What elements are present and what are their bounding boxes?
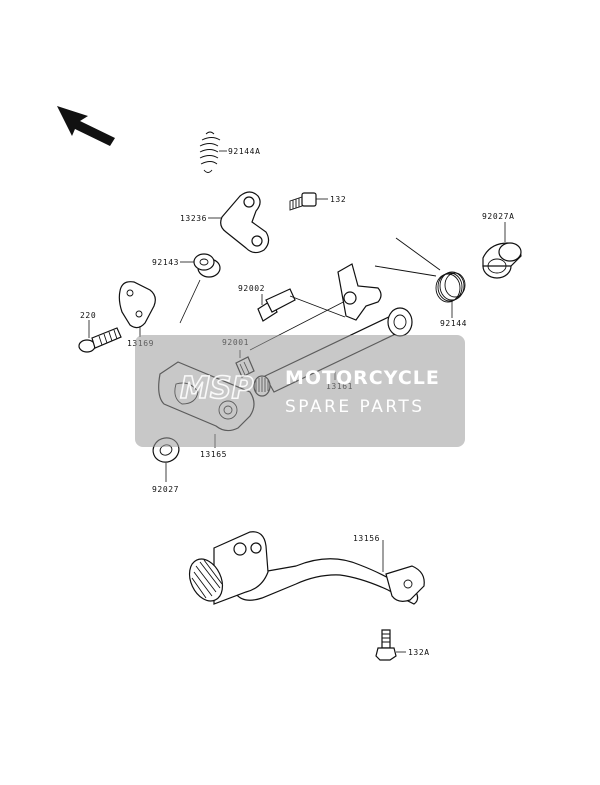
label-132a: 132A xyxy=(408,648,430,657)
collar-92143 xyxy=(193,253,221,278)
watermark-line2: SPARE PARTS xyxy=(285,397,425,417)
label-92027a: 92027A xyxy=(482,212,515,221)
label-92144: 92144 xyxy=(440,319,467,328)
spring-92144 xyxy=(374,237,466,303)
gear-pedal-13156 xyxy=(188,531,425,605)
label-13156: 13156 xyxy=(353,534,380,543)
label-13165: 13165 xyxy=(200,450,227,459)
label-92143: 92143 xyxy=(152,258,179,267)
plate-13236 xyxy=(220,191,270,254)
front-direction-arrow xyxy=(57,106,115,146)
screw-220 xyxy=(78,327,122,353)
label-92144a: 92144A xyxy=(228,147,261,156)
spring-92144a xyxy=(199,131,221,173)
watermark-line1: MOTORCYCLE xyxy=(285,367,440,389)
plate-13169 xyxy=(118,281,156,329)
pin-92002 xyxy=(257,288,296,322)
bushing-92027a xyxy=(482,242,522,279)
label-132: 132 xyxy=(330,195,346,204)
label-92002: 92002 xyxy=(238,284,265,293)
watermark-logo: MSP xyxy=(180,371,253,406)
label-92027: 92027 xyxy=(152,485,179,494)
label-13236: 13236 xyxy=(180,214,207,223)
bolt-132a xyxy=(375,629,397,661)
bolt-132 xyxy=(289,192,317,211)
label-220: 220 xyxy=(80,311,96,320)
watermark: MSP MOTORCYCLE SPARE PARTS xyxy=(135,335,465,447)
